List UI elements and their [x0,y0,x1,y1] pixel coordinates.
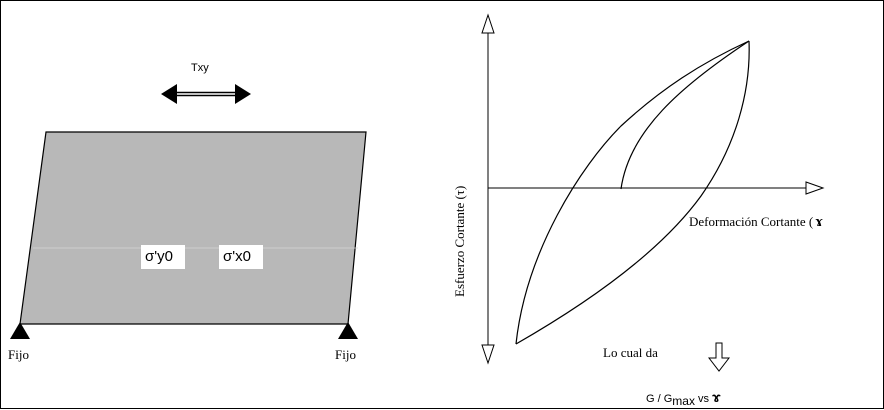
shear-stress-label: Txy [191,62,209,74]
support-right-label: Fijo [335,347,356,362]
result-label: Lo cual da [603,345,658,360]
support-left-label: Fijo [8,347,29,362]
y-axis-label: Esfuerzo Cortante (τ) [452,186,467,297]
initial-loading-curve [620,40,750,190]
support-left-icon [10,322,30,339]
sigma-y-label-bg [141,245,185,269]
down-arrow-icon [707,342,731,372]
x-axis-label: Deformación Cortante (ɤ [689,214,823,230]
hysteresis-loop-lower [515,40,750,345]
y-axis [481,13,495,365]
shear-double-arrow [161,84,251,104]
support-right-icon [338,322,358,339]
sigma-y-label: σ'y0 [145,248,173,265]
modulus-ratio-label: G / Gmax vs ɤ [646,389,721,408]
gamma-symbol: ɤ [815,214,823,230]
soil-block [19,131,367,325]
x-axis [488,181,825,195]
sigma-x-label-bg [219,245,263,269]
hysteresis-loop-upper [515,40,750,345]
sigma-x-label: σ'x0 [223,248,251,265]
